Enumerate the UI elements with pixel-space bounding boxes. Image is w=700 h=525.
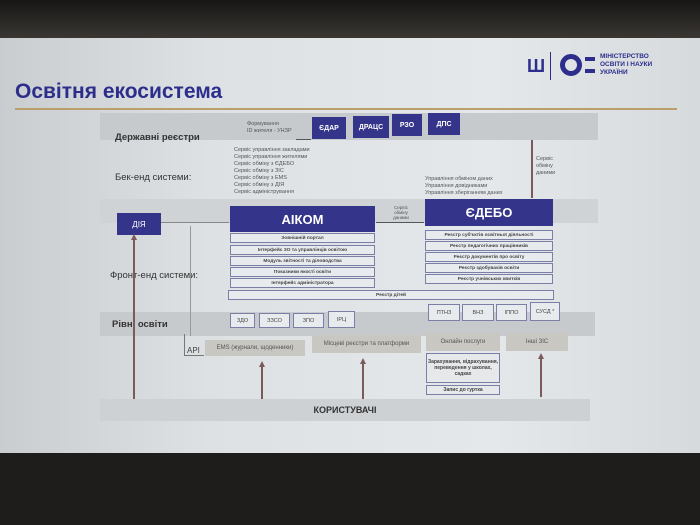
- aikom-item: Показники якості освіти: [230, 267, 375, 277]
- arrow-up-icon: [131, 234, 137, 240]
- edebo-item: Реєстр здобувачів освіти: [425, 263, 553, 273]
- edebo-item: Реєстр педагогічних працівників: [425, 241, 553, 251]
- page-title: Освітня екосистема: [15, 80, 223, 103]
- ministry-logo-icon: [560, 54, 582, 76]
- arrow-up-icon: [360, 358, 366, 364]
- aikom-item: Зовнішній портал: [230, 233, 375, 243]
- logo-divider: [550, 52, 551, 80]
- level-box: ВНЗ: [462, 304, 494, 321]
- state-registries-band: [100, 113, 598, 140]
- projector-frame: [0, 0, 700, 38]
- service-item: Сервіс обміну з ЄДЕБО: [234, 161, 295, 167]
- users-bar: КОРИСТУВАЧІ: [100, 399, 590, 421]
- platform-box: EMS (журнали, щоденники): [205, 340, 305, 356]
- level-box: ПТНЗ: [428, 304, 460, 321]
- edebo-item: Реєстр суб'єктів освітньої діяльності: [425, 230, 553, 240]
- users-to-ems-arrow: [261, 365, 263, 399]
- aikom-item: Інтерфейс ЗО та управлінців освітою: [230, 245, 375, 255]
- exchange-arrow: [531, 140, 533, 198]
- formation-line: Формування: [247, 121, 279, 127]
- state-registries-label: Державні реєстри: [115, 132, 200, 143]
- level-box: ЗПО: [293, 313, 324, 328]
- edebo-item: Реєстр учнівських квитків: [425, 274, 553, 284]
- level-box: ЗЗСО: [259, 313, 290, 328]
- users-to-local-arrow: [362, 362, 364, 399]
- title-divider: [15, 108, 677, 110]
- edebo-box: ЄДЕБО: [425, 199, 553, 226]
- edebo-services-list: Управління обміном даних Управління дові…: [425, 176, 502, 197]
- diia-aikom-line: [161, 222, 229, 223]
- backend-label: Бек-енд системи:: [115, 172, 192, 183]
- users-to-diia-arrow: [133, 238, 135, 400]
- level-box: ІРЦ: [328, 311, 355, 328]
- service-item: Сервіс управління жителями: [234, 154, 308, 160]
- edebo-item: Реєстр документів про освіту: [425, 252, 553, 262]
- ministry-name: МІНІСТЕРСТВО ОСВІТИ І НАУКИ УКРАЇНИ: [600, 53, 652, 77]
- users-label: КОРИСТУВАЧІ: [313, 405, 377, 415]
- aikom-edebo-arrow: [376, 222, 424, 223]
- aikom-services-list: Сервіс управління закладами Сервіс управ…: [234, 147, 310, 196]
- service-item: Сервіс адміністрування: [234, 189, 295, 195]
- exchange-label: Сервіс обміну даними: [536, 156, 556, 176]
- formation-text: Формування ID жителя - УНЗР: [247, 121, 292, 135]
- service-item: Сервіс управління закладами: [234, 147, 310, 153]
- aikom-item: Модуль звітності та діловодства: [230, 256, 375, 266]
- service-item: Сервіс обміну з EMS: [234, 175, 287, 181]
- logo-line: УКРАЇНИ: [600, 69, 628, 76]
- ministry-logo-bars: [585, 57, 595, 73]
- level-box: СУСД *: [530, 302, 560, 321]
- children-registry: Реєстр дітей: [228, 290, 554, 300]
- frontend-label: Фронт-енд системи:: [110, 270, 199, 281]
- online-service-item: Запис до гуртка: [426, 385, 500, 395]
- platform-box: Онлайн послуги: [426, 333, 500, 351]
- levels-label: Рівні освіти: [112, 319, 168, 330]
- arrow-up-icon: [538, 353, 544, 359]
- platform-box: Інші ЗІС: [506, 333, 568, 351]
- aikom-item: Інтерфейс адміністратора: [230, 278, 375, 288]
- platform-box: Місцеві реєстри та платформи: [312, 335, 421, 353]
- users-to-zis-arrow: [540, 357, 542, 397]
- logo-line: ОСВІТИ І НАУКИ: [600, 61, 653, 68]
- service-item: Сервіс обміну з ДІЯ: [234, 182, 285, 188]
- aikom-box: АІКОМ: [230, 206, 375, 232]
- level-box: ІППО: [496, 304, 527, 321]
- arrow-up-icon: [259, 361, 265, 367]
- logo-line: МІНІСТЕРСТВО: [600, 53, 649, 60]
- online-service-item: Зарахування, відрахування, переведення у…: [426, 353, 500, 383]
- api-bracket: [184, 334, 204, 356]
- registry-box: РЗО: [392, 114, 422, 136]
- formation-line: ID жителя - УНЗР: [247, 128, 292, 134]
- service-item: Управління обміном даних: [425, 176, 493, 182]
- service-item: Сервіс обміну з ЗІС: [234, 168, 284, 174]
- registry-box: ЄДАР: [312, 117, 346, 139]
- trident-icon: Ш: [527, 56, 546, 76]
- api-label: API: [187, 346, 200, 355]
- diia-box: ДІЯ: [117, 213, 161, 235]
- api-line: [190, 226, 191, 336]
- service-item: Управління довідниками: [425, 183, 488, 189]
- registry-box: ДПС: [428, 113, 460, 135]
- middle-exchange-label: Сервіс обміну даними: [393, 205, 409, 220]
- connector: [296, 139, 311, 140]
- registry-box: ДРАЦС: [353, 116, 389, 138]
- service-item: Управління зберіганням даних: [425, 190, 503, 196]
- level-box: ЗДО: [230, 313, 255, 328]
